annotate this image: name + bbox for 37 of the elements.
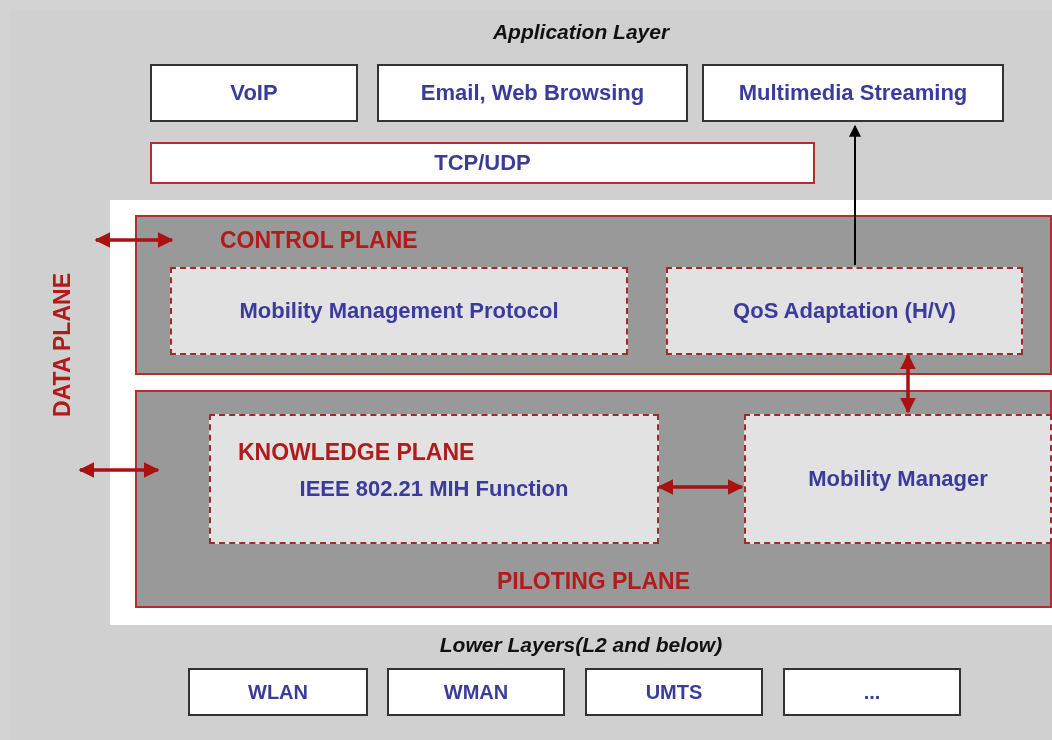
plane-panel — [135, 215, 1052, 375]
protocol-box — [150, 64, 358, 122]
protocol-box — [377, 64, 688, 122]
function-label: ... — [863, 680, 881, 704]
function-box — [209, 414, 659, 544]
function-label: VoIP — [230, 80, 278, 106]
network-box — [783, 668, 961, 716]
function-label: Mobility Management Protocol — [239, 298, 559, 324]
function-label: Multimedia Streaming — [738, 80, 968, 106]
layer-title: Application Layer — [491, 20, 671, 44]
plane-panel — [135, 390, 1052, 608]
plane-title: KNOWLEDGE PLANE — [238, 438, 475, 466]
function-label: QoS Adaptation (H/V) — [733, 298, 956, 324]
function-box — [744, 414, 1052, 544]
arrow — [94, 232, 174, 248]
network-box — [585, 668, 763, 716]
function-label: Mobility Manager — [808, 466, 988, 492]
function-label: UMTS — [645, 680, 703, 704]
plane-title: PILOTING PLANE — [496, 568, 691, 595]
network-box — [387, 668, 565, 716]
arrow — [657, 479, 744, 495]
function-label: IEEE 802.21 MIH Function — [299, 475, 569, 502]
function-label: Email, Web Browsing — [420, 80, 645, 106]
plane-title: DATA PLANE — [48, 273, 76, 417]
network-box — [188, 668, 368, 716]
layer-title: Lower Layers(L2 and below) — [438, 633, 724, 657]
function-label: WMAN — [443, 680, 509, 704]
plane-title: CONTROL PLANE — [220, 227, 418, 254]
arrow — [78, 462, 160, 478]
function-label: WLAN — [248, 680, 308, 704]
arrow — [900, 353, 916, 414]
protocol-box — [702, 64, 1004, 122]
arrow — [849, 124, 861, 266]
function-box — [170, 267, 628, 355]
protocol-box — [150, 142, 815, 184]
function-box — [666, 267, 1023, 355]
function-label: TCP/UDP — [434, 150, 531, 176]
